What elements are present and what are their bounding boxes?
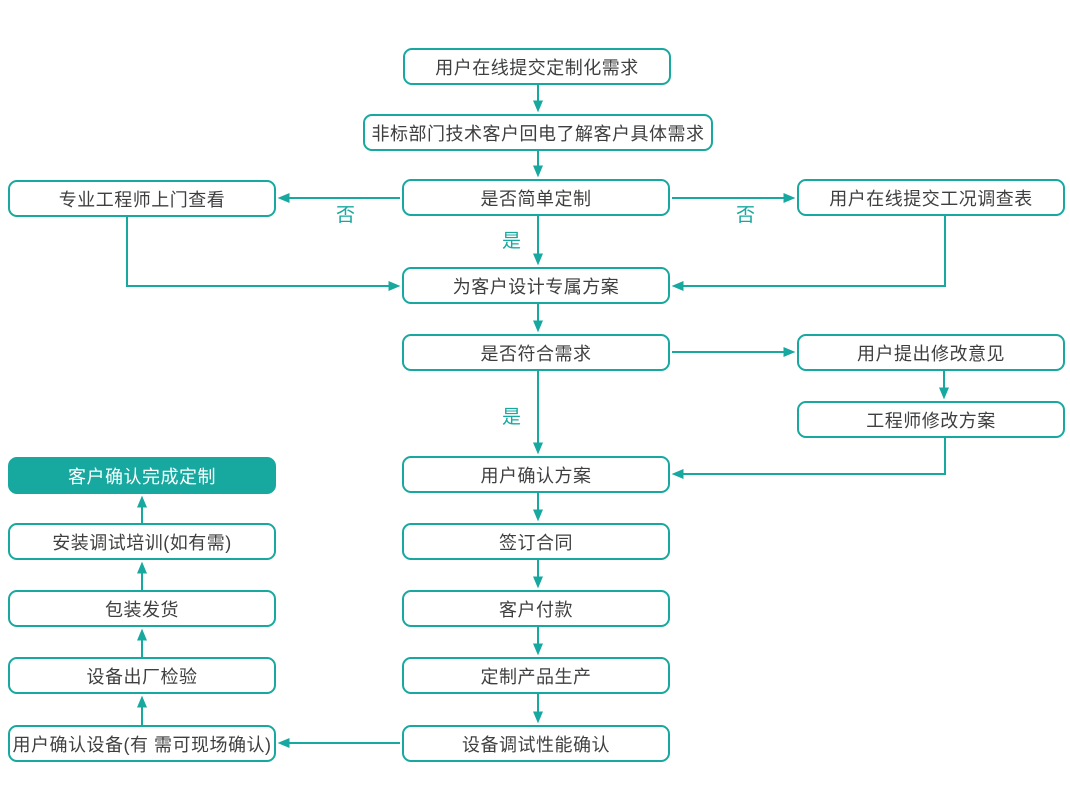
- node-debug-confirm: 设备调试性能确认: [402, 725, 670, 762]
- edge-modify-to-confirm-plan: [671, 438, 946, 480]
- node-engineer-visit: 专业工程师上门查看: [8, 180, 276, 217]
- node-submit-request: 用户在线提交定制化需求: [403, 48, 671, 85]
- node-sign-contract: 签订合同: [402, 523, 670, 560]
- edge-label-yes-top: 是: [502, 231, 522, 252]
- node-install-training: 安装调试培训(如有需): [8, 523, 276, 560]
- node-survey: 用户在线提交工况调查表: [797, 179, 1065, 216]
- node-meet-requirement: 是否符合需求: [402, 334, 670, 371]
- node-payment: 客户付款: [402, 590, 670, 627]
- node-callback: 非标部门技术客户回电了解客户具体需求: [363, 114, 713, 151]
- node-custom-complete: 客户确认完成定制: [8, 457, 276, 494]
- node-confirm-plan: 用户确认方案: [402, 456, 670, 493]
- edge-label-no-left: 否: [336, 205, 356, 226]
- node-simple-custom: 是否简单定制: [402, 179, 670, 216]
- node-engineer-modify: 工程师修改方案: [797, 401, 1065, 438]
- edge-label-yes-mid: 是: [502, 407, 522, 428]
- node-packing-shipping: 包装发货: [8, 590, 276, 627]
- node-production: 定制产品生产: [402, 657, 670, 694]
- edge-survey-to-design: [671, 216, 946, 292]
- edge-engineer-visit-to-design: [126, 217, 401, 292]
- edge-label-no-right: 否: [736, 205, 756, 226]
- node-factory-inspection: 设备出厂检验: [8, 657, 276, 694]
- node-design-plan: 为客户设计专属方案: [402, 267, 670, 304]
- node-user-feedback: 用户提出修改意见: [797, 334, 1065, 371]
- node-equipment-confirm: 用户确认设备(有 需可现场确认): [8, 725, 276, 762]
